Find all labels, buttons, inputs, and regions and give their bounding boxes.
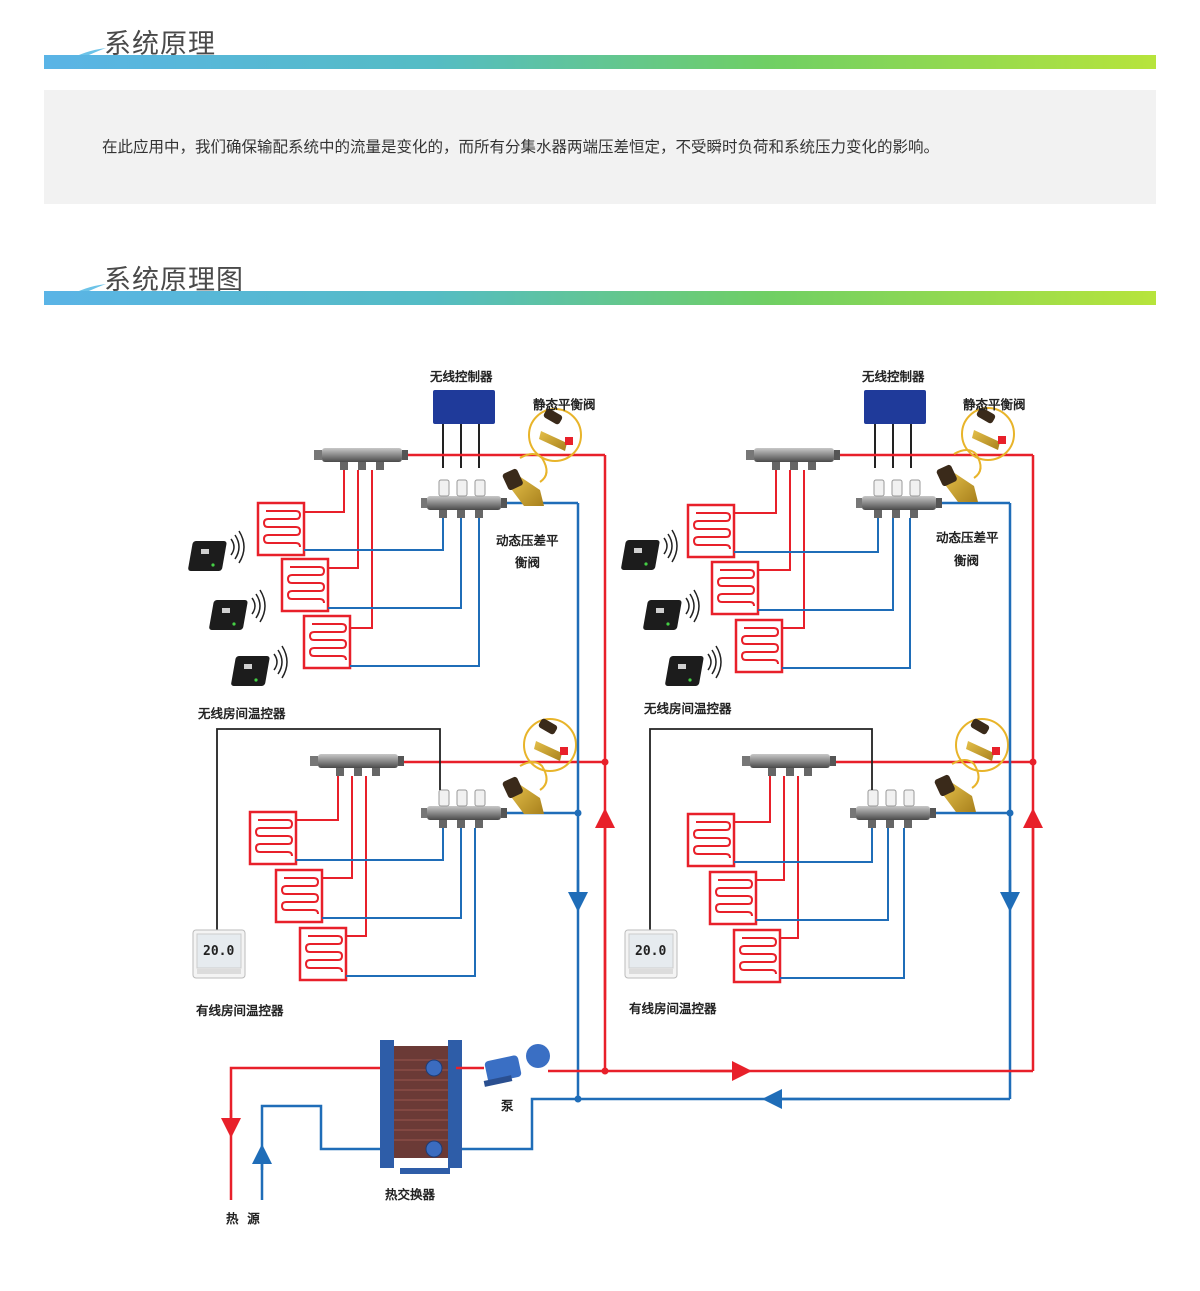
wireless-controller-box	[433, 390, 495, 424]
description-box: 在此应用中，我们确保输配系统中的流量是变化的，而所有分集水器两端压差恒定，不受瞬…	[44, 90, 1156, 204]
system-schematic: 无线控制器 静态平衡阀 动态压差平 衡阀 无线房间温控器	[186, 369, 1043, 1226]
label-wireless-thermostat: 无线房间温控器	[197, 706, 286, 721]
label-wired-thermostat: 有线房间温控器	[196, 1003, 284, 1018]
label-heat-source: 热 源	[226, 1211, 260, 1226]
section-divider-bar	[44, 55, 1156, 69]
label-wireless-thermostat-right: 无线房间温控器	[643, 701, 732, 716]
section-title: 系统原理	[104, 29, 216, 60]
plant-room: 热交换器 泵 热 源	[221, 1040, 1033, 1226]
thermostat-display-right: 20.0	[635, 944, 666, 959]
building-right: 无线控制器 静态平衡阀 动态压差平 衡阀 无线房间温控器	[619, 369, 1043, 1099]
heat-exchanger	[380, 1040, 462, 1174]
label-pump: 泵	[501, 1098, 514, 1113]
label-wired-thermostat-right: 有线房间温控器	[629, 1001, 717, 1016]
label-wireless-controller: 无线控制器	[429, 369, 493, 384]
section-header-principle: 系统原理	[44, 22, 1156, 69]
label-dp-valve-line2: 衡阀	[515, 555, 540, 570]
label-dp-valve-line1-right: 动态压差平	[936, 530, 999, 545]
description-text: 在此应用中，我们确保输配系统中的流量是变化的，而所有分集水器两端压差恒定，不受瞬…	[102, 138, 940, 156]
section-header-diagram: 系统原理图	[44, 258, 1156, 305]
building-left: 无线控制器 静态平衡阀 动态压差平 衡阀 无线房间温控器	[186, 369, 615, 1099]
label-static-balance-valve-right: 静态平衡阀	[963, 397, 1026, 412]
label-wireless-controller-right: 无线控制器	[861, 369, 925, 384]
label-dp-valve-line2-right: 衡阀	[954, 553, 979, 568]
section-divider-bar	[44, 291, 1156, 305]
thermostat-display-left: 20.0	[203, 944, 234, 959]
label-static-balance-valve: 静态平衡阀	[533, 397, 596, 412]
pump	[456, 1044, 550, 1087]
section-title: 系统原理图	[104, 265, 244, 296]
label-heat-exchanger: 热交换器	[385, 1187, 436, 1202]
wireless-controller-box	[864, 390, 926, 424]
label-dp-valve-line1: 动态压差平	[496, 533, 559, 548]
